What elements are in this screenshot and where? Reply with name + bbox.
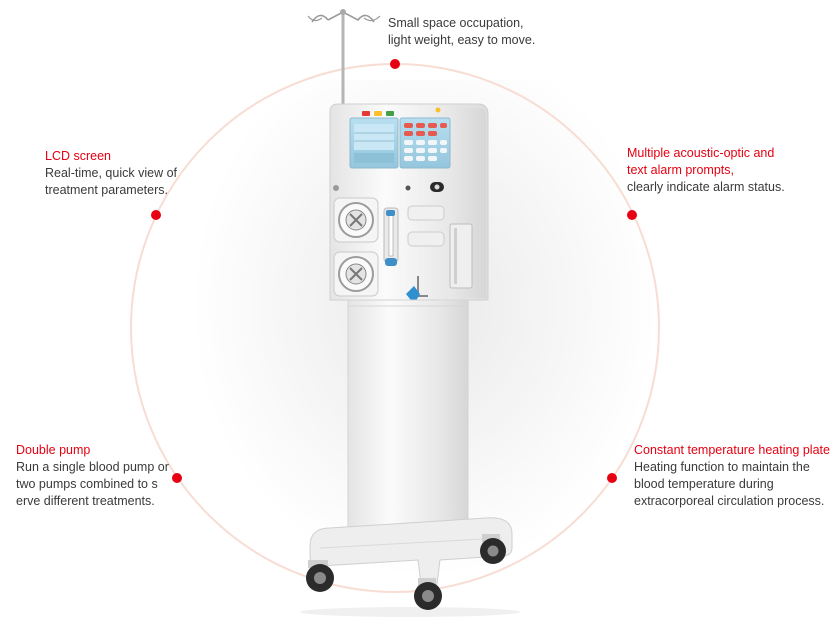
iv-pole <box>307 9 381 112</box>
lcd-screen <box>349 117 399 169</box>
blood-pump-upper <box>333 197 379 243</box>
callout-alarm-title: Multiple acoustic-optic and text alarm p… <box>627 146 775 177</box>
marker-pump <box>172 473 182 483</box>
callout-mobility: Small space occupation, light weight, ea… <box>388 15 535 49</box>
callout-mobility-desc: Small space occupation, light weight, ea… <box>388 16 536 47</box>
callout-heating-title: Constant temperature heating plate <box>634 443 830 457</box>
callout-lcd-title: LCD screen <box>45 149 111 163</box>
callout-heating-desc: Heating function to maintain the blood t… <box>634 460 825 508</box>
marker-lcd <box>151 210 161 220</box>
dialysis-machine-illustration <box>300 9 520 617</box>
marker-top <box>390 59 400 69</box>
blood-pump-lower <box>333 251 379 297</box>
callout-pump-desc: Run a single blood pump or two pumps com… <box>16 460 169 508</box>
callout-alarm-desc: clearly indicate alarm status. <box>627 180 785 194</box>
syringe-holder <box>383 207 399 266</box>
callout-pump: Double pump Run a single blood pump or t… <box>16 442 169 510</box>
heating-plate <box>449 223 473 289</box>
marker-alarm <box>627 210 637 220</box>
caster-wheel <box>414 578 442 610</box>
callout-lcd-desc: Real-time, quick view of treatment param… <box>45 166 177 197</box>
machine-head <box>329 103 489 304</box>
caster-wheel <box>306 560 334 592</box>
caster-wheel <box>480 534 506 564</box>
callout-lcd: LCD screen Real-time, quick view of trea… <box>45 148 177 199</box>
keypad <box>399 117 451 169</box>
callout-pump-title: Double pump <box>16 443 91 457</box>
machine-column <box>347 299 469 549</box>
marker-heating <box>607 473 617 483</box>
callout-alarm: Multiple acoustic-optic and text alarm p… <box>627 145 785 196</box>
callout-heating: Constant temperature heating plate Heati… <box>634 442 830 510</box>
